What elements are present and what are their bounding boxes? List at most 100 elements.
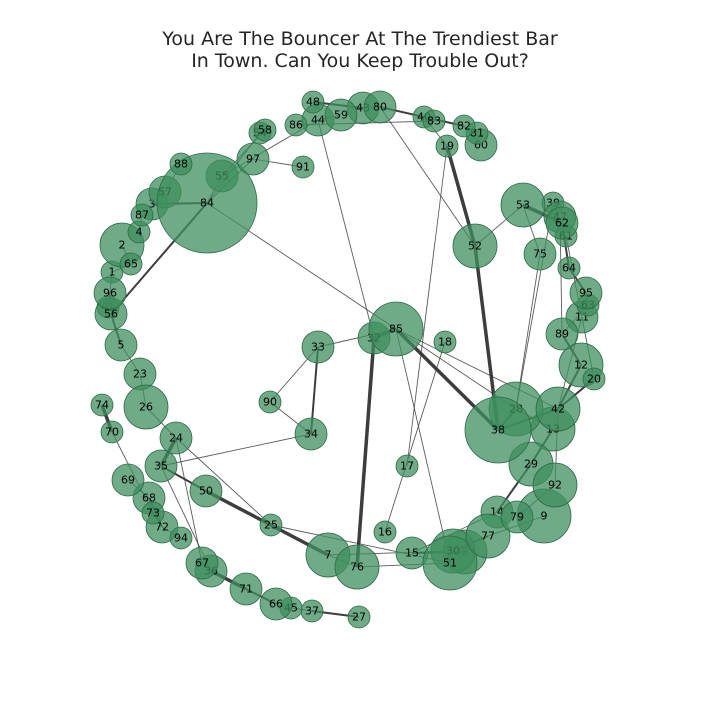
node-label-42: 42 [551, 403, 565, 416]
node-circle-62 [545, 206, 579, 240]
node-62: 62 [545, 206, 579, 240]
node-circle-70 [100, 420, 124, 444]
node-15: 15 [395, 536, 429, 570]
node-circle-97 [236, 142, 270, 176]
node-circle-50 [189, 474, 223, 508]
node-label-70: 70 [105, 426, 119, 439]
node-label-71: 71 [239, 583, 253, 596]
node-circle-19 [435, 134, 459, 158]
node-38: 38 [464, 396, 532, 464]
node-circle-87 [130, 203, 154, 227]
node-circle-26 [123, 384, 169, 430]
node-label-85: 85 [389, 323, 403, 336]
node-circle-79 [500, 500, 534, 534]
chart-title: You Are The Bouncer At The Trendiest Bar… [0, 28, 720, 72]
node-circle-5 [104, 328, 138, 362]
node-19: 19 [435, 134, 459, 158]
node-label-51: 51 [443, 557, 457, 570]
node-circle-91 [291, 155, 315, 179]
node-64: 64 [557, 256, 581, 280]
node-label-25: 25 [264, 519, 278, 532]
node-42: 42 [535, 386, 581, 432]
node-circle-35 [144, 449, 178, 483]
node-label-69: 69 [121, 474, 135, 487]
node-87: 87 [130, 203, 154, 227]
node-label-75: 75 [533, 248, 547, 261]
node-label-35: 35 [154, 460, 168, 473]
node-label-48: 48 [306, 96, 320, 109]
node-circle-76 [334, 544, 380, 590]
node-37: 37 [300, 599, 324, 623]
node-label-87: 87 [135, 209, 149, 222]
node-label-58: 58 [258, 124, 272, 137]
node-66: 66 [259, 587, 293, 621]
node-label-19: 19 [440, 140, 454, 153]
node-82: 82 [452, 114, 476, 138]
edge-34-35 [160, 433, 312, 467]
node-50: 50 [189, 474, 223, 508]
node-circle-52 [452, 223, 498, 269]
node-label-94: 94 [174, 532, 188, 545]
node-label-76: 76 [350, 561, 364, 574]
node-label-56: 56 [104, 308, 118, 321]
node-label-72: 72 [155, 521, 169, 534]
node-17: 17 [395, 454, 419, 478]
node-69: 69 [111, 463, 145, 497]
node-circle-38 [464, 396, 532, 464]
node-92: 92 [532, 462, 578, 508]
node-53: 53 [500, 182, 546, 228]
node-label-27: 27 [352, 611, 366, 624]
edge-18-16 [384, 341, 446, 533]
node-circle-83 [422, 109, 446, 133]
node-label-77: 77 [481, 530, 495, 543]
node-label-3: 3 [149, 198, 156, 211]
node-24: 24 [159, 421, 193, 455]
node-label-80: 80 [373, 101, 387, 114]
node-79: 79 [500, 500, 534, 534]
node-label-26: 26 [139, 401, 153, 414]
node-label-68: 68 [142, 492, 156, 505]
node-51: 51 [422, 535, 478, 591]
edge-25-24 [175, 437, 272, 526]
node-label-16: 16 [378, 526, 392, 539]
node-75: 75 [523, 237, 557, 271]
node-circle-71 [229, 572, 263, 606]
node-label-33: 33 [311, 341, 325, 354]
node-label-24: 24 [169, 432, 183, 445]
node-circle-86 [284, 113, 308, 137]
edge-85-51 [395, 328, 451, 564]
node-circle-18 [433, 330, 457, 354]
edge-32-76 [355, 337, 376, 568]
node-circle-24 [159, 421, 193, 455]
edge-80-52 [379, 106, 476, 247]
edge-39-28 [515, 202, 554, 410]
node-label-83: 83 [427, 115, 441, 128]
node-label-84: 84 [200, 197, 214, 210]
node-circle-84 [156, 152, 258, 254]
node-label-59: 59 [334, 109, 348, 122]
edge-24-67 [175, 437, 203, 564]
title-line-1: You Are The Bouncer At The Trendiest Bar [162, 28, 558, 50]
node-label-64: 64 [562, 262, 576, 275]
node-label-9: 9 [541, 510, 548, 523]
node-circle-89 [545, 317, 579, 351]
node-circle-48 [301, 90, 325, 114]
node-label-53: 53 [516, 199, 530, 212]
node-26: 26 [123, 384, 169, 430]
node-59: 59 [324, 98, 358, 132]
node-label-4: 4 [136, 226, 143, 239]
node-86: 86 [284, 113, 308, 137]
node-circle-59 [324, 98, 358, 132]
node-label-74: 74 [95, 399, 109, 412]
node-circle-16 [373, 520, 397, 544]
node-71: 71 [229, 572, 263, 606]
node-circle-96 [93, 276, 127, 310]
node-circle-94 [169, 526, 193, 550]
node-circle-17 [395, 454, 419, 478]
node-circle-82 [452, 114, 476, 138]
node-48: 48 [301, 90, 325, 114]
node-circle-88 [169, 152, 193, 176]
node-label-92: 92 [548, 479, 562, 492]
node-25: 25 [259, 513, 283, 537]
